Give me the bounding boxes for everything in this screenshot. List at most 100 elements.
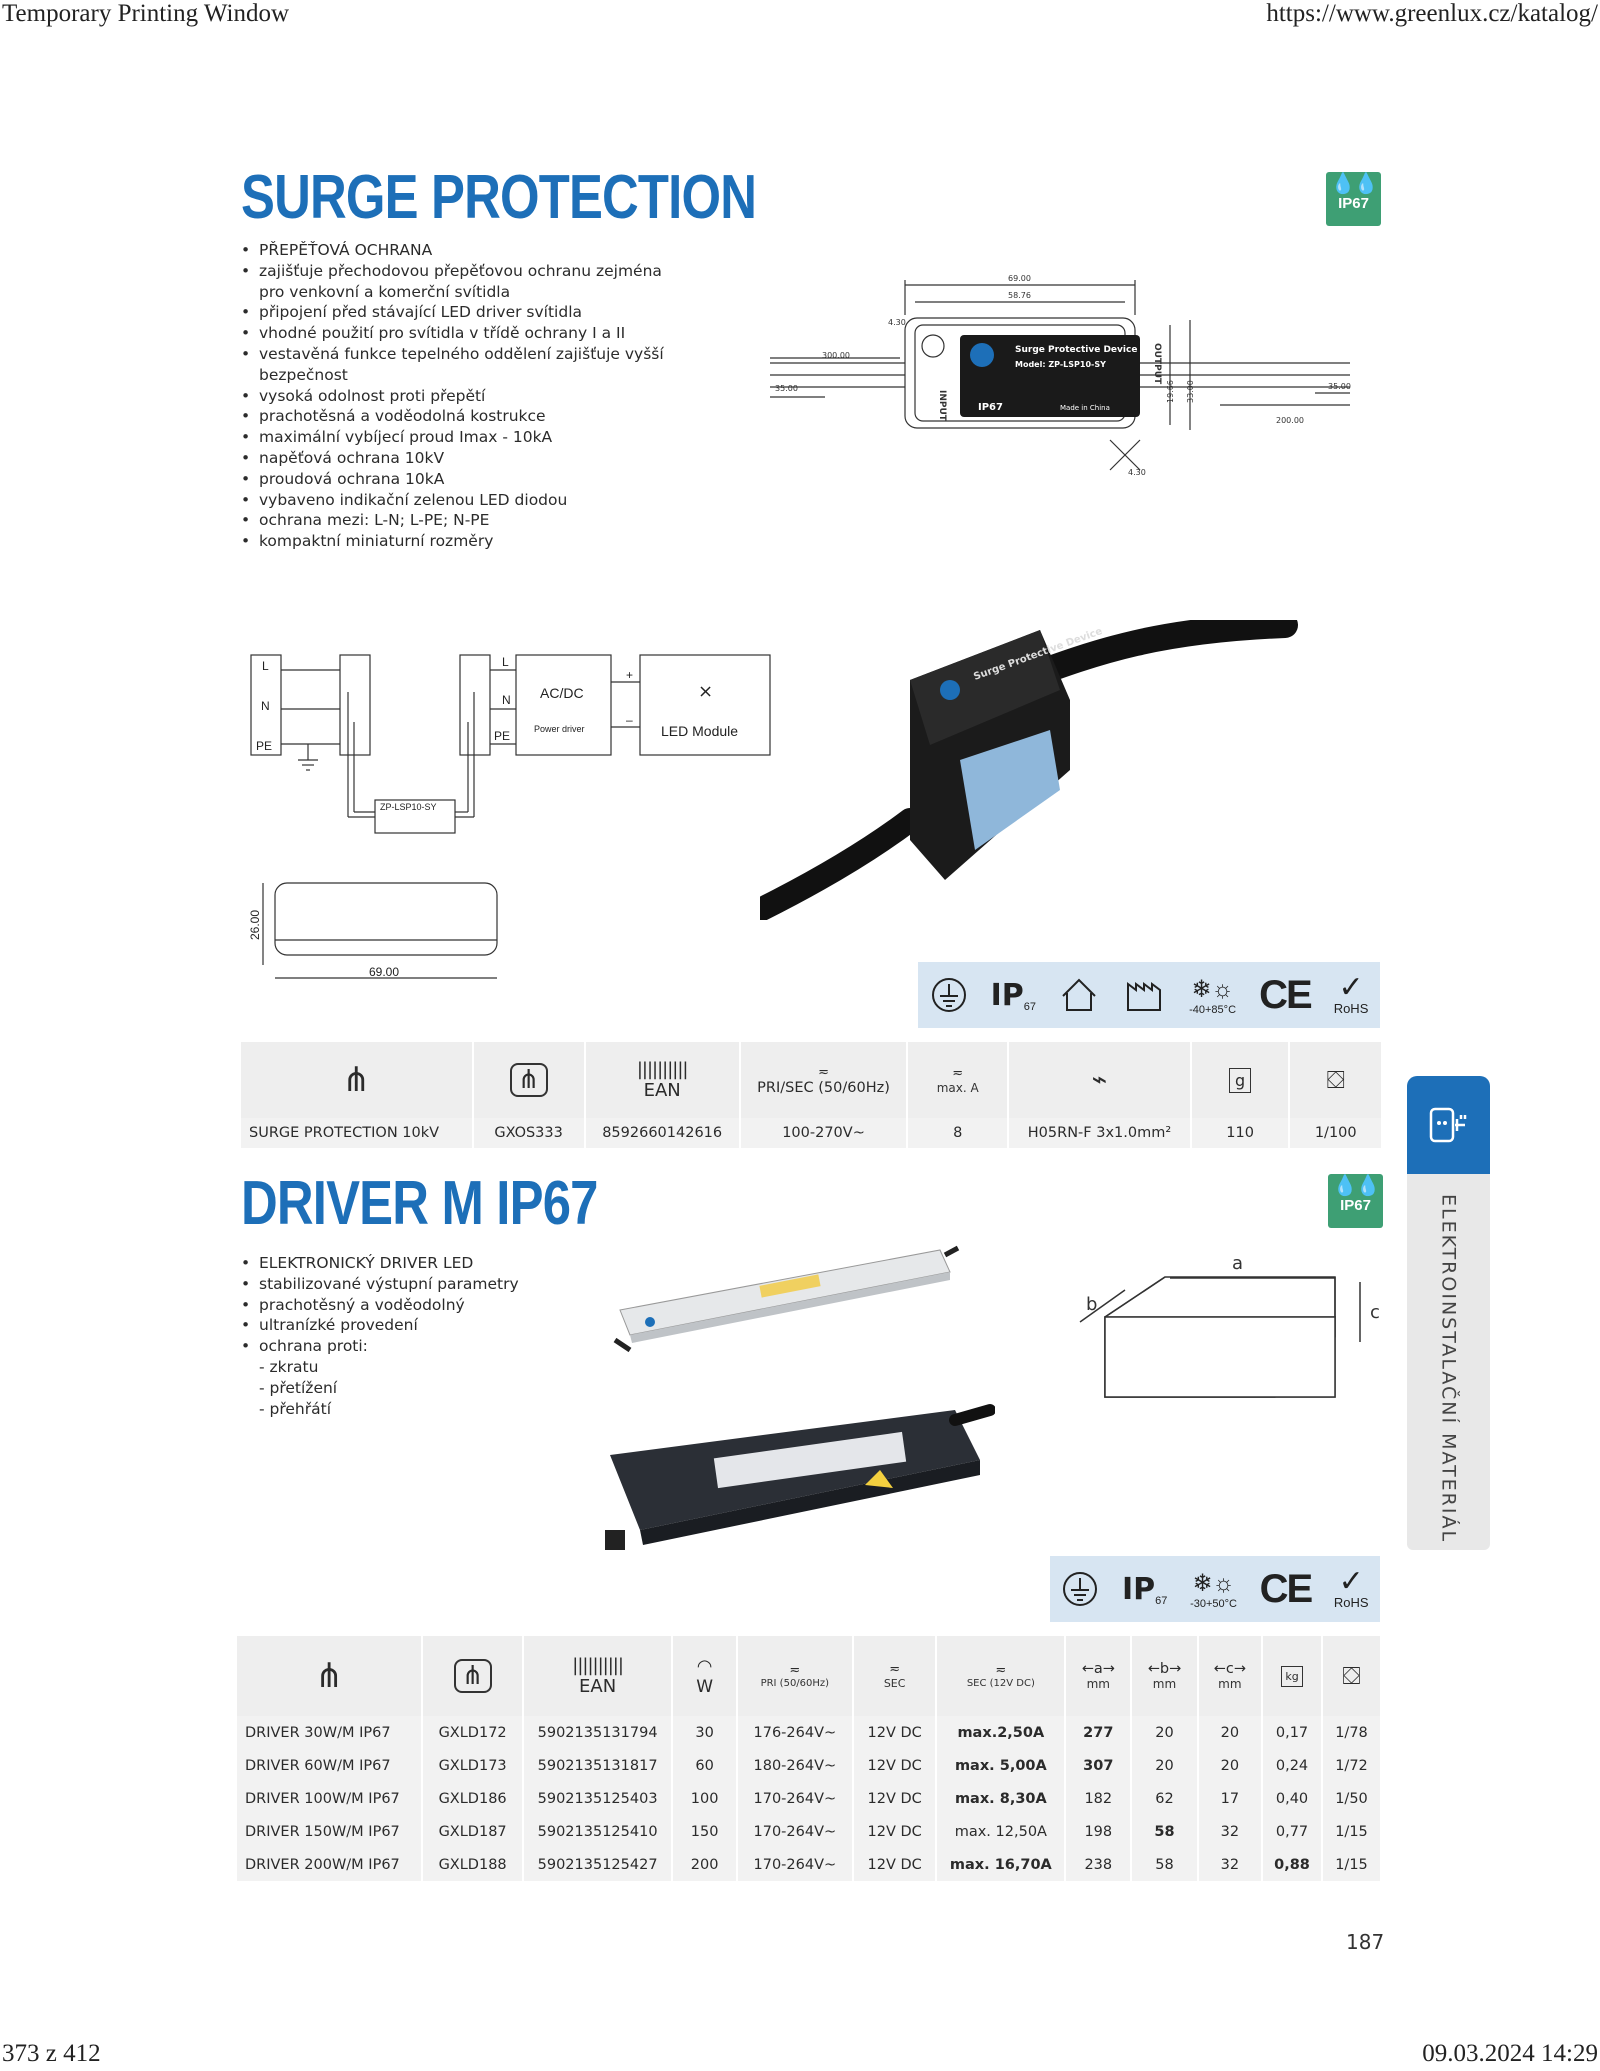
print-datetime: 09.03.2024 14:29 bbox=[1422, 2040, 1598, 2067]
barcode-icon: |||||||||| bbox=[636, 1059, 689, 1080]
water-drops-icon: 💧💧 bbox=[1330, 173, 1379, 195]
ean-col-header: ||||||||||EAN bbox=[584, 1042, 741, 1118]
device-label-model: Model: ZP-LSP10-SY bbox=[1015, 360, 1106, 369]
product-code-icon: ⋔ bbox=[453, 1659, 492, 1693]
product-name-col-header: ⋔ bbox=[241, 1042, 474, 1118]
page-number: 187 bbox=[1346, 1930, 1385, 1954]
list-item: vysoká odolnost proti přepětí bbox=[241, 386, 664, 407]
section-title-driver: DRIVER M IP67 bbox=[241, 1169, 598, 1238]
ean-col-header: ||||||||||EAN bbox=[522, 1636, 674, 1716]
weight-icon: kg bbox=[1281, 1666, 1303, 1687]
list-item: napěťová ochrana 10kV bbox=[241, 448, 664, 469]
side-height-label: 26.00 bbox=[248, 910, 262, 940]
plus-label: + bbox=[626, 668, 633, 682]
table-row: SURGE PROTECTION 10kV GXOS333 8592660142… bbox=[241, 1118, 1381, 1148]
code-col-header: ⋔ bbox=[422, 1636, 524, 1716]
dim-label: 200.00 bbox=[1276, 416, 1304, 425]
side-tab[interactable]: ELEKTROINSTALAČNÍ MATERIÁL bbox=[1407, 1174, 1490, 1550]
packaging-col-header: ⛋ bbox=[1289, 1042, 1381, 1118]
surge-spec-table: ⋔ ⋔ ||||||||||EAN ≂PRI/SEC (50/60Hz) ≂ma… bbox=[241, 1042, 1381, 1148]
list-item: ultranízké provedení bbox=[241, 1315, 519, 1336]
temperature-icon: ❄☼-30+50°C bbox=[1190, 1569, 1237, 1610]
packaging-col-header: ⛋ bbox=[1321, 1636, 1380, 1716]
list-item: prachotěsný a voděodolný bbox=[241, 1295, 519, 1316]
ce-mark-icon: CE bbox=[1259, 972, 1313, 1017]
ip67-badge: 💧💧 IP67 bbox=[1326, 172, 1381, 226]
ce-mark-icon: CE bbox=[1259, 1566, 1314, 1611]
list-item: kompaktní miniaturní rozměry bbox=[241, 531, 664, 552]
light-source-icon: ⋔ bbox=[314, 1656, 344, 1696]
voltage-col-header: ≂PRI/SEC (50/60Hz) bbox=[739, 1042, 909, 1118]
package-icon: ⛋ bbox=[1326, 1066, 1345, 1094]
pri-col-header: ≂PRI (50/60Hz) bbox=[736, 1636, 854, 1716]
ip67-badge: 💧💧 IP67 bbox=[1328, 1174, 1383, 1228]
weight-col-header: g bbox=[1190, 1042, 1291, 1118]
sec-current-col-header: ≂SEC (12V DC) bbox=[936, 1636, 1067, 1716]
ac-dc-icon: ≂ bbox=[889, 1662, 901, 1677]
package-icon: ⛋ bbox=[1342, 1662, 1361, 1690]
cable-col-header: ⌁ bbox=[1008, 1042, 1192, 1118]
table-header-row: ⋔ ⋔ ||||||||||EAN ◠W ≂PRI (50/60Hz) ≂SEC… bbox=[237, 1636, 1380, 1716]
dim-a-col-header: ←a→mm bbox=[1065, 1636, 1133, 1716]
dim-label: 35.00 bbox=[775, 384, 798, 393]
product-name-col-header: ⋔ bbox=[237, 1636, 424, 1716]
water-drops-icon: 💧💧 bbox=[1332, 1175, 1381, 1197]
list-item: vybaveno indikační zelenou LED diodou bbox=[241, 490, 664, 511]
weight-col-header: kg bbox=[1262, 1636, 1323, 1716]
rohs-icon: ✓RoHS bbox=[1333, 970, 1369, 1016]
ac-dc-icon: ≂ bbox=[952, 1065, 964, 1081]
weight-icon: g bbox=[1229, 1067, 1252, 1093]
list-item: proudová ochrana 10kA bbox=[241, 469, 664, 490]
port-output-label: OUTPUT bbox=[1152, 343, 1162, 385]
wire-pe-label: PE bbox=[256, 739, 272, 753]
light-source-icon: ⋔ bbox=[342, 1060, 371, 1100]
wire-n-label: N bbox=[261, 699, 270, 713]
table-header-row: ⋔ ⋔ ||||||||||EAN ≂PRI/SEC (50/60Hz) ≂ma… bbox=[241, 1042, 1381, 1118]
dim-label: 4.30 bbox=[1128, 468, 1146, 477]
temperature-icon: ❄☼-40+85°C bbox=[1189, 975, 1237, 1016]
device-label-made: Made in China bbox=[1060, 404, 1110, 412]
power-col-header: ◠W bbox=[672, 1636, 738, 1716]
surge-device-photo: Surge Protective Device bbox=[760, 620, 1298, 920]
sec-col-header: ≂SEC bbox=[852, 1636, 938, 1716]
side-tab-header[interactable] bbox=[1407, 1076, 1490, 1174]
product-code-icon: ⋔ bbox=[509, 1063, 548, 1097]
dim-b-label: b bbox=[1086, 1294, 1097, 1315]
dim-c-col-header: ←c→mm bbox=[1197, 1636, 1264, 1716]
list-item: - přehřátí bbox=[259, 1399, 332, 1418]
code-col-header: ⋔ bbox=[472, 1042, 586, 1118]
dim-label: 33.00 bbox=[1186, 380, 1195, 403]
list-item: prachotěsná a voděodolná kostrukce bbox=[241, 406, 664, 427]
factory-icon bbox=[1124, 976, 1166, 1014]
power-driver-label: Power driver bbox=[534, 724, 585, 734]
list-item: maximální vybíjecí proud Imax - 10kA bbox=[241, 427, 664, 448]
current-col-header: ≂max. A bbox=[907, 1042, 1010, 1118]
list-item: ELEKTRONICKÝ DRIVER LED bbox=[241, 1253, 519, 1274]
list-item: ochrana mezi: L-N; L-PE; N-PE bbox=[241, 510, 664, 531]
driver-feature-list: ELEKTRONICKÝ DRIVER LED stabilizované vý… bbox=[241, 1253, 519, 1419]
page-url[interactable]: https://www.greenlux.cz/katalog/ bbox=[1266, 0, 1598, 27]
dim-label: 58.76 bbox=[1008, 291, 1031, 300]
device-label-ip: IP67 bbox=[978, 402, 1003, 413]
barcode-icon: |||||||||| bbox=[572, 1655, 624, 1676]
dimension-box-drawing: a b c bbox=[1079, 1253, 1380, 1398]
dim-a-label: a bbox=[1232, 1253, 1243, 1274]
port-input-label: INPUT bbox=[937, 390, 947, 422]
side-tab-label: ELEKTROINSTALAČNÍ MATERIÁL bbox=[1437, 1194, 1460, 1544]
device-label-title: Surge Protective Device bbox=[1015, 345, 1137, 355]
led-module-label: LED Module bbox=[661, 723, 738, 739]
dim-c-label: c bbox=[1370, 1302, 1380, 1323]
wiring-diagram: L N PE L N PE AC/DC Power driver LED Mod… bbox=[250, 654, 771, 834]
device-id-label: ZP-LSP10-SY bbox=[380, 802, 437, 812]
list-item: připojení před stávající LED driver svít… bbox=[241, 302, 664, 323]
cable-icon: ⌁ bbox=[1091, 1065, 1108, 1095]
side-view-drawing: 26.00 69.00 bbox=[248, 882, 498, 979]
slim-driver-photo bbox=[613, 1245, 960, 1353]
